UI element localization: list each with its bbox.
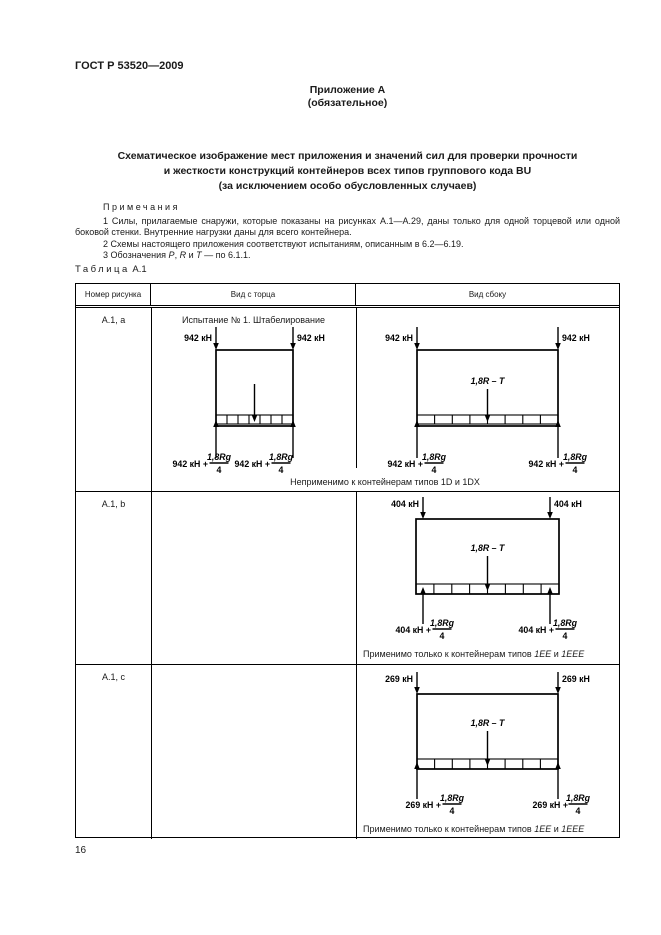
end-view-diagram: 942 кН 942 кН 942 кН + 1,8Rg 4 942 кН + … (173, 327, 325, 475)
note-3: 3 Обозначения P, R и T — по 6.1.1. (103, 250, 251, 260)
internal-load-label: 1,8R – T (471, 718, 505, 728)
table-row: А.1, b 40 (76, 492, 619, 665)
bottom-left-force-label: 404 кН + (396, 625, 431, 635)
column-header-figure: Номер рисунка (76, 284, 151, 305)
applicability-note: Неприменимо к контейнерам типов 1D и 1DX (290, 477, 480, 487)
top-left-force-arrow (414, 672, 420, 694)
top-right-force-label: 269 кН (562, 674, 590, 684)
fraction-numerator: 1,8Rg (566, 793, 591, 803)
fraction-denominator: 4 (432, 465, 437, 475)
title-line-3: (за исключением особо обусловленных случ… (218, 180, 477, 192)
top-left-force-label: 942 кН (184, 333, 212, 343)
title-line-1: Схематическое изображение мест приложени… (117, 150, 578, 162)
bottom-right-reaction-arrow (555, 420, 561, 458)
bottom-left-force-label: 942 кН + (173, 459, 208, 469)
test-title: Испытание № 1. Штабелирование (181, 315, 325, 325)
fraction-numerator: 1,8Rg (422, 452, 447, 462)
bottom-right-force-label: 269 кН + (533, 800, 568, 810)
bottom-right-reaction-arrow (547, 587, 553, 624)
bottom-right-force-label: 942 кН + (235, 459, 270, 469)
top-right-force-label: 942 кН (297, 333, 325, 343)
bottom-left-force-label: 942 кН + (388, 459, 423, 469)
bottom-left-reaction-arrow (213, 420, 219, 458)
top-left-force-arrow (213, 327, 219, 350)
notes-block: Примечания 1 Силы, прилагаемые снаружи, … (75, 202, 620, 262)
figure-number: А.1, с (101, 672, 125, 682)
table-row: А.1, с 26 (76, 665, 619, 839)
applicability-note: Применимо только к контейнерам типов 1EE… (363, 824, 585, 834)
column-header-side-view: Вид сбоку (468, 290, 507, 299)
fraction-numerator: 1,8Rg (440, 793, 465, 803)
appendix-subtitle: (обязательное) (307, 97, 388, 109)
note-2: 2 Схемы настоящего приложения соответств… (103, 238, 464, 249)
column-divider (151, 308, 152, 491)
top-left-force-label: 404 кН (391, 499, 419, 509)
top-right-force-label: 942 кН (562, 333, 590, 343)
notes-heading: Примечания (103, 202, 180, 212)
bottom-left-reaction-arrow (420, 587, 426, 624)
internal-load-arrow (484, 556, 491, 591)
figure-number: А.1, b (101, 499, 126, 509)
title-line-2: и жесткости конструкций контейнеров всех… (163, 165, 532, 177)
table-a1: Номер рисунка Вид с торца Вид сбоку А.1,… (75, 283, 620, 839)
top-right-force-label: 404 кН (554, 499, 582, 509)
doc-number: ГОСТ Р 53520—2009 (75, 60, 184, 72)
bottom-right-force-label: 942 кН + (529, 459, 564, 469)
bottom-left-reaction-arrow (414, 420, 420, 458)
applicability-note: Применимо только к контейнерам типов 1EE… (363, 649, 585, 659)
page-number: 16 (75, 845, 87, 856)
top-right-force-arrow (555, 327, 561, 350)
table-row: А.1, а Испытание № 1. Штабелирование (76, 308, 619, 492)
fraction-denominator: 4 (217, 465, 222, 475)
top-right-force-arrow (290, 327, 296, 350)
column-divider (356, 308, 357, 468)
top-right-force-arrow (547, 497, 553, 519)
bottom-right-reaction-arrow (290, 420, 296, 458)
top-left-force-arrow (420, 497, 426, 519)
side-view-diagram: 942 кН 942 кН 1,8R – T 942 кН + 1,8Rg 4 … (385, 327, 590, 475)
side-view-diagram: 404 кН 404 кН 1,8R – T 404 кН + 1,8Rg 4 … (391, 497, 582, 641)
bottom-right-force-label: 404 кН + (519, 625, 554, 635)
bottom-left-force-label: 269 кН + (406, 800, 441, 810)
column-divider (151, 492, 152, 664)
fraction-numerator: 1,8Rg (269, 452, 294, 462)
note-1: 1 Силы, прилагаемые снаружи, которые пок… (75, 215, 620, 238)
fraction-denominator: 4 (573, 465, 578, 475)
table-header-row: Номер рисунка Вид с торца Вид сбоку (76, 284, 619, 308)
bottom-right-reaction-arrow (555, 762, 561, 799)
internal-load-arrow (251, 384, 258, 422)
fraction-denominator: 4 (563, 631, 568, 641)
column-divider (356, 665, 357, 839)
fraction-numerator: 1,8Rg (563, 452, 588, 462)
container-box-side (415, 518, 560, 595)
appendix-title: Приложение А (309, 84, 386, 96)
table-caption: Таблица А.1 (75, 264, 147, 275)
top-left-force-label: 269 кН (385, 674, 413, 684)
figure-number: А.1, а (101, 315, 126, 325)
internal-load-arrow (484, 731, 491, 766)
appendix-block: Приложение А (обязательное) (75, 84, 620, 110)
fraction-numerator: 1,8Rg (207, 452, 232, 462)
internal-load-arrow (484, 389, 491, 422)
column-divider (151, 665, 152, 839)
fraction-numerator: 1,8Rg (430, 618, 455, 628)
internal-load-label: 1,8R – T (471, 543, 505, 553)
fraction-denominator: 4 (450, 806, 455, 816)
side-view-diagram: 269 кН 269 кН 1,8R – T 269 кН + 1,8Rg 4 … (385, 672, 591, 816)
fraction-denominator: 4 (279, 465, 284, 475)
fraction-denominator: 4 (440, 631, 445, 641)
top-left-force-label: 942 кН (385, 333, 413, 343)
internal-load-label: 1,8R – T (471, 376, 505, 386)
fraction-numerator: 1,8Rg (553, 618, 578, 628)
column-divider (356, 492, 357, 664)
table-caption-number: А.1 (132, 264, 147, 275)
top-right-force-arrow (555, 672, 561, 694)
fraction-denominator: 4 (576, 806, 581, 816)
column-header-end-view: Вид с торца (151, 284, 356, 305)
top-left-force-arrow (414, 327, 420, 350)
page-title: Схематическое изображение мест приложени… (60, 149, 635, 194)
table-caption-word: Таблица (75, 264, 130, 275)
bottom-left-reaction-arrow (414, 762, 420, 799)
